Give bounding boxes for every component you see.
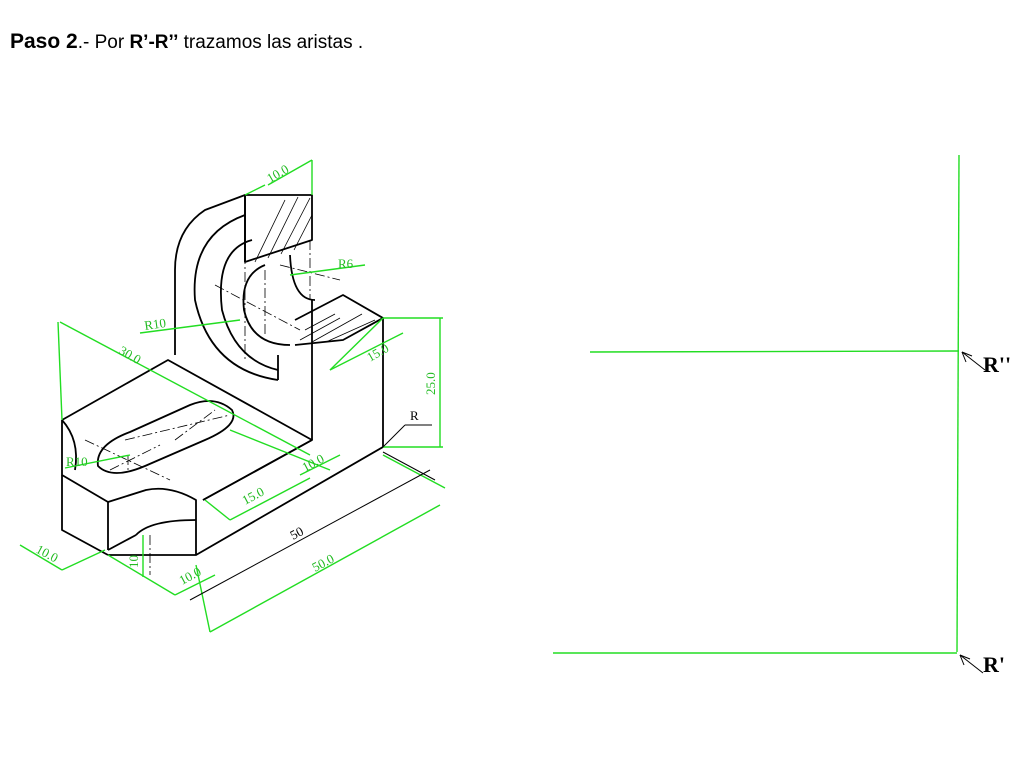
dim-50-0: 50.0 xyxy=(309,551,336,575)
step-separator: .- Por xyxy=(77,32,130,53)
dimension-lines xyxy=(19,159,446,633)
step-label: Paso 2 xyxy=(10,30,78,53)
reference-lines xyxy=(553,154,986,674)
dim-25: 25.0 xyxy=(423,372,438,395)
dim-10-vertical: 10 xyxy=(126,555,141,568)
dim-30: 30.0 xyxy=(117,343,144,367)
dim-top-thickness: 10.0 xyxy=(264,161,291,185)
black-dimension-lines xyxy=(189,424,436,601)
dim-50: 50 xyxy=(287,523,306,542)
center-lines xyxy=(84,200,341,575)
dim-r-reference: R xyxy=(410,408,419,423)
reference-label: R’-R’’ xyxy=(129,32,179,53)
dim-10-slot: 10.0 xyxy=(299,451,326,475)
step-title: Paso 2.- Por R’-R’’ trazamos las aristas… xyxy=(10,30,363,54)
section-hatching xyxy=(254,196,376,343)
dim-15-slot: 15.0 xyxy=(239,484,266,508)
object-outline xyxy=(61,194,384,556)
dim-10-left: 10.0 xyxy=(34,541,61,565)
dim-r6: R6 xyxy=(338,256,354,271)
reference-r-single: R' xyxy=(983,652,1005,677)
dim-15-side: 15.0 xyxy=(364,340,391,364)
dim-r10-left: R10 xyxy=(66,454,88,469)
dim-r10-top: R10 xyxy=(143,315,167,333)
step-description: trazamos las aristas . xyxy=(178,32,364,53)
reference-r-double: R'' xyxy=(983,352,1011,377)
